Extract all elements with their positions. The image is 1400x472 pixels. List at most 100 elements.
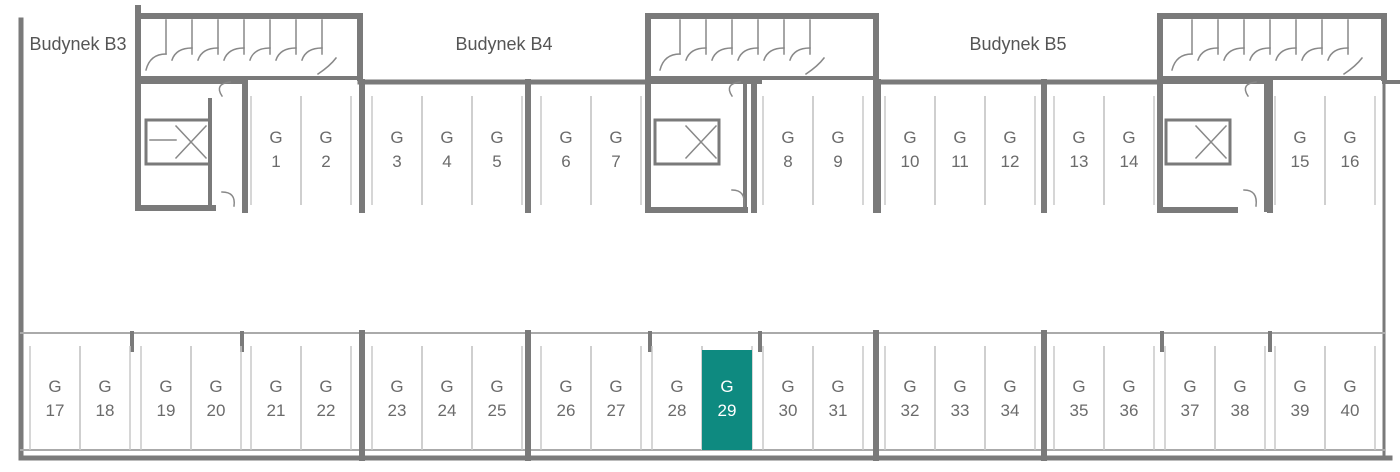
spot-prefix: G: [1293, 377, 1306, 396]
spot-number: 31: [829, 401, 848, 420]
parking-spot-31[interactable]: [813, 350, 863, 450]
parking-spot-20[interactable]: [191, 350, 241, 450]
spot-prefix: G: [1293, 128, 1306, 147]
spot-prefix: G: [98, 377, 111, 396]
spot-prefix: G: [319, 377, 332, 396]
building-label-b3: Budynek B3: [29, 34, 126, 54]
spot-prefix: G: [1343, 128, 1356, 147]
parking-spot-6[interactable]: [541, 96, 591, 205]
parking-spot-21[interactable]: [251, 350, 301, 450]
building-label-b4: Budynek B4: [455, 34, 552, 54]
spot-number: 20: [207, 401, 226, 420]
parking-spot-27[interactable]: [591, 350, 641, 450]
spot-prefix: G: [720, 377, 733, 396]
spot-prefix: G: [1003, 377, 1016, 396]
spot-prefix: G: [1122, 128, 1135, 147]
parking-spot-32[interactable]: [885, 350, 935, 450]
spot-prefix: G: [390, 128, 403, 147]
parking-spot-1[interactable]: [251, 96, 301, 205]
parking-spot-26[interactable]: [541, 350, 591, 450]
parking-spot-3[interactable]: [372, 96, 422, 205]
parking-spot-40[interactable]: [1325, 350, 1375, 450]
spot-prefix: G: [670, 377, 683, 396]
spot-number: 4: [442, 152, 451, 171]
spot-number: 29: [718, 401, 737, 420]
spot-prefix: G: [1072, 128, 1085, 147]
spot-number: 13: [1070, 152, 1089, 171]
spot-prefix: G: [390, 377, 403, 396]
parking-spot-38[interactable]: [1215, 350, 1265, 450]
parking-spot-12[interactable]: [985, 96, 1035, 205]
parking-spot-28[interactable]: [652, 350, 702, 450]
spot-prefix: G: [440, 377, 453, 396]
spot-number: 14: [1120, 152, 1139, 171]
spot-number: 5: [492, 152, 501, 171]
spot-prefix: G: [903, 377, 916, 396]
parking-spot-7[interactable]: [591, 96, 641, 205]
parking-spot-9[interactable]: [813, 96, 863, 205]
parking-spot-29[interactable]: [702, 350, 752, 450]
walls: [18, 5, 1400, 461]
parking-spot-4[interactable]: [422, 96, 472, 205]
parking-spot-37[interactable]: [1165, 350, 1215, 450]
spot-number: 26: [557, 401, 576, 420]
parking-spot-11[interactable]: [935, 96, 985, 205]
spot-number: 32: [901, 401, 920, 420]
parking-spot-17[interactable]: [30, 350, 80, 450]
parking-spot-24[interactable]: [422, 350, 472, 450]
spot-prefix: G: [559, 377, 572, 396]
parking-spot-10[interactable]: [885, 96, 935, 205]
parking-spot-36[interactable]: [1104, 350, 1154, 450]
spot-number: 40: [1341, 401, 1360, 420]
spot-number: 33: [951, 401, 970, 420]
spot-prefix: G: [953, 377, 966, 396]
spot-prefix: G: [269, 128, 282, 147]
parking-spot-34[interactable]: [985, 350, 1035, 450]
spot-number: 8: [783, 152, 792, 171]
parking-spot-13[interactable]: [1054, 96, 1104, 205]
spot-number: 10: [901, 152, 920, 171]
spot-prefix: G: [1233, 377, 1246, 396]
spot-prefix: G: [1072, 377, 1085, 396]
spot-prefix: G: [1003, 128, 1016, 147]
parking-spot-2[interactable]: [301, 96, 351, 205]
spot-prefix: G: [490, 128, 503, 147]
parking-spot-19[interactable]: [141, 350, 191, 450]
spot-number: 22: [317, 401, 336, 420]
parking-spot-18[interactable]: [80, 350, 130, 450]
spot-prefix: G: [609, 128, 622, 147]
spot-number: 6: [561, 152, 570, 171]
parking-spot-22[interactable]: [301, 350, 351, 450]
spot-number: 11: [951, 152, 969, 171]
spot-number: 15: [1291, 152, 1310, 171]
spot-number: 17: [46, 401, 65, 420]
spot-number: 3: [392, 152, 401, 171]
spot-number: 28: [668, 401, 687, 420]
parking-spot-39[interactable]: [1275, 350, 1325, 450]
parking-spot-5[interactable]: [472, 96, 522, 205]
spot-number: 9: [833, 152, 842, 171]
spot-prefix: G: [559, 128, 572, 147]
spot-prefix: G: [490, 377, 503, 396]
parking-spot-23[interactable]: [372, 350, 422, 450]
parking-spot-30[interactable]: [763, 350, 813, 450]
parking-spot-33[interactable]: [935, 350, 985, 450]
parking-spot-14[interactable]: [1104, 96, 1154, 205]
spot-number: 12: [1001, 152, 1020, 171]
spot-prefix: G: [319, 128, 332, 147]
parking-spot-16[interactable]: [1325, 96, 1375, 205]
parking-spot-35[interactable]: [1054, 350, 1104, 450]
spot-number: 39: [1291, 401, 1310, 420]
parking-spot-15[interactable]: [1275, 96, 1325, 205]
spot-prefix: G: [953, 128, 966, 147]
spot-prefix: G: [1343, 377, 1356, 396]
spot-prefix: G: [831, 128, 844, 147]
spot-number: 36: [1120, 401, 1139, 420]
parking-spot-8[interactable]: [763, 96, 813, 205]
spot-number: 19: [157, 401, 176, 420]
parking-spot-25[interactable]: [472, 350, 522, 450]
spot-number: 27: [607, 401, 626, 420]
spot-prefix: G: [1122, 377, 1135, 396]
spot-prefix: G: [269, 377, 282, 396]
spot-number: 24: [438, 401, 457, 420]
